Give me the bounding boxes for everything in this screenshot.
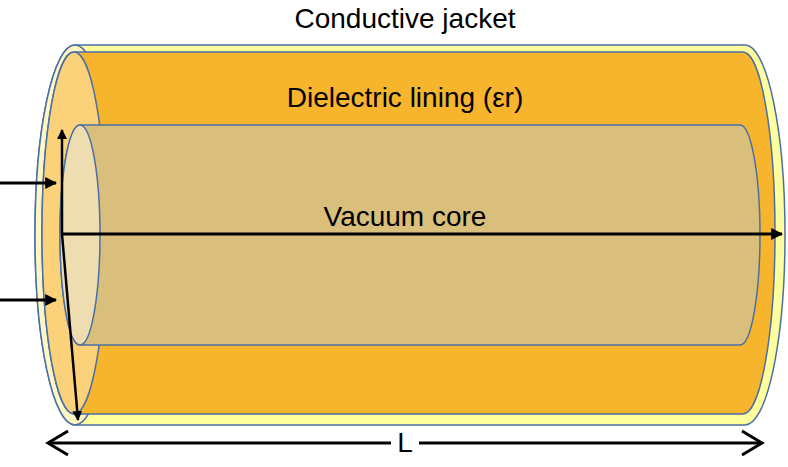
dimension-arrowhead xyxy=(48,431,68,455)
layer-label: Conductive jacket xyxy=(294,3,515,35)
dimension-arrowhead xyxy=(742,431,762,455)
dimension-label: L xyxy=(391,427,419,459)
radius-arrow xyxy=(62,234,78,420)
input-arrow xyxy=(0,299,56,302)
axis-arrow xyxy=(62,233,782,236)
layer-label: Vacuum core xyxy=(324,201,487,233)
input-arrow xyxy=(0,182,56,185)
layer-label: Dielectric lining (εr) xyxy=(287,82,524,114)
radius-arrow xyxy=(61,130,64,234)
